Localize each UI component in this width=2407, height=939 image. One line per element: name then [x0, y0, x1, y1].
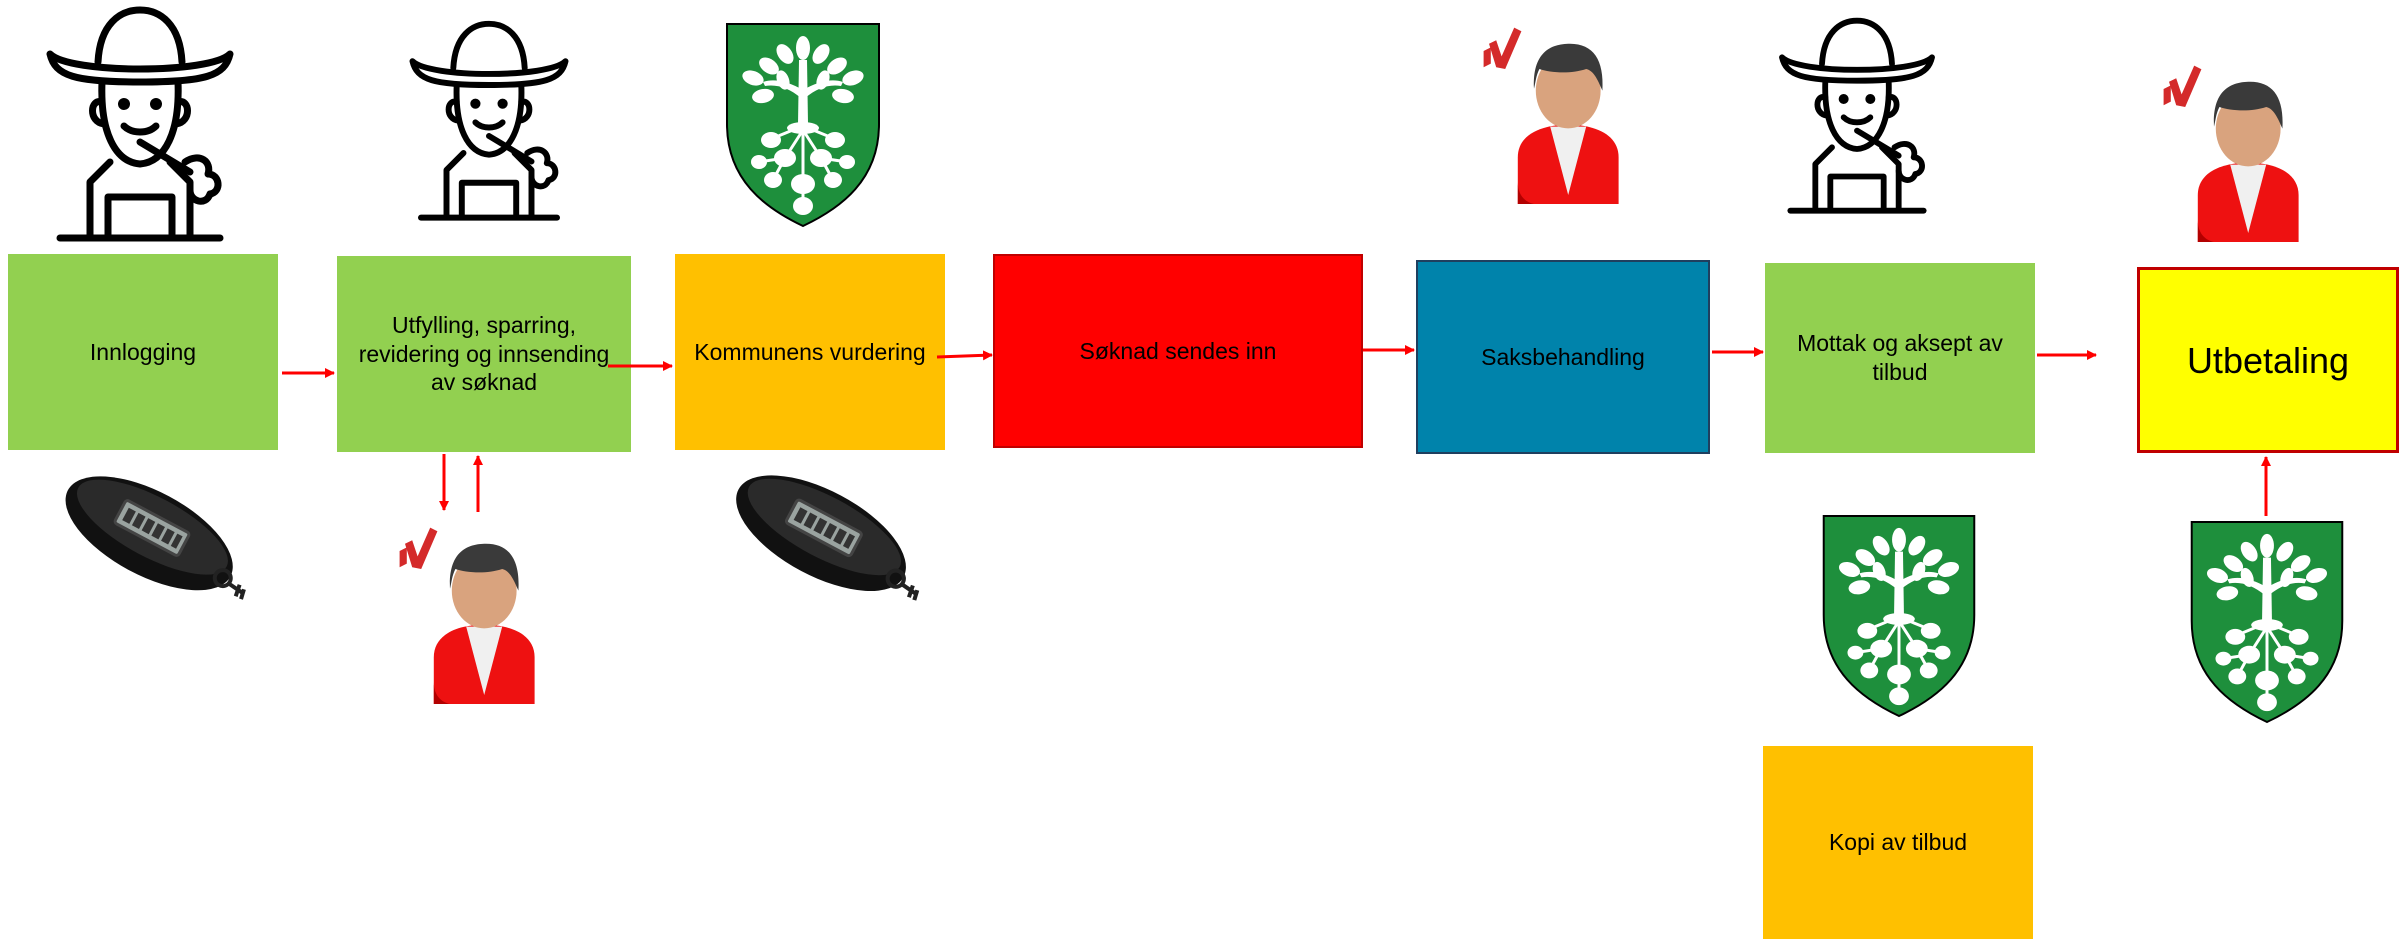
step-utbetaling: Utbetaling	[2137, 267, 2399, 453]
step-utfylling-label: Utfylling, sparring, revidering og innse…	[358, 311, 610, 396]
advisor-icon	[1483, 27, 1619, 204]
step-saksbehandling: Saksbehandling	[1416, 260, 1710, 454]
farmer-icon	[50, 10, 230, 238]
step-mottak: Mottak og aksept av tilbud	[1765, 263, 2035, 453]
step-utbetaling-label: Utbetaling	[2186, 339, 2350, 381]
security-token-icon	[48, 453, 268, 623]
farmer-icon	[1782, 21, 1932, 211]
step-soknad-sendes-inn: Søknad sendes inn	[993, 254, 1363, 448]
security-token-icon	[719, 452, 942, 625]
municipality-crest-icon	[2190, 520, 2344, 724]
farmer-icon	[413, 24, 566, 218]
step-innlogging-label: Innlogging	[89, 338, 197, 365]
step-saksbehandling-label: Saksbehandling	[1481, 343, 1645, 370]
step-kopi-av-tilbud: Kopi av tilbud	[1763, 746, 2033, 939]
step-kommunens-vurdering-label: Kommunens vurdering	[694, 338, 926, 365]
step-innlogging: Innlogging	[8, 254, 278, 450]
step-kopi-label: Kopi av tilbud	[1828, 829, 1968, 856]
step-utfylling: Utfylling, sparring, revidering og innse…	[337, 256, 631, 452]
advisor-icon	[2163, 65, 2299, 242]
step-kommunens-vurdering: Kommunens vurdering	[675, 254, 945, 450]
arrow-vurdering-soknad	[936, 350, 993, 361]
step-soknad-sendes-inn-label: Søknad sendes inn	[1079, 337, 1277, 364]
municipality-crest-icon	[1822, 514, 1976, 718]
advisor-icon	[399, 527, 535, 704]
municipality-crest-icon	[725, 22, 881, 228]
step-mottak-label: Mottak og aksept av tilbud	[1797, 330, 2003, 385]
